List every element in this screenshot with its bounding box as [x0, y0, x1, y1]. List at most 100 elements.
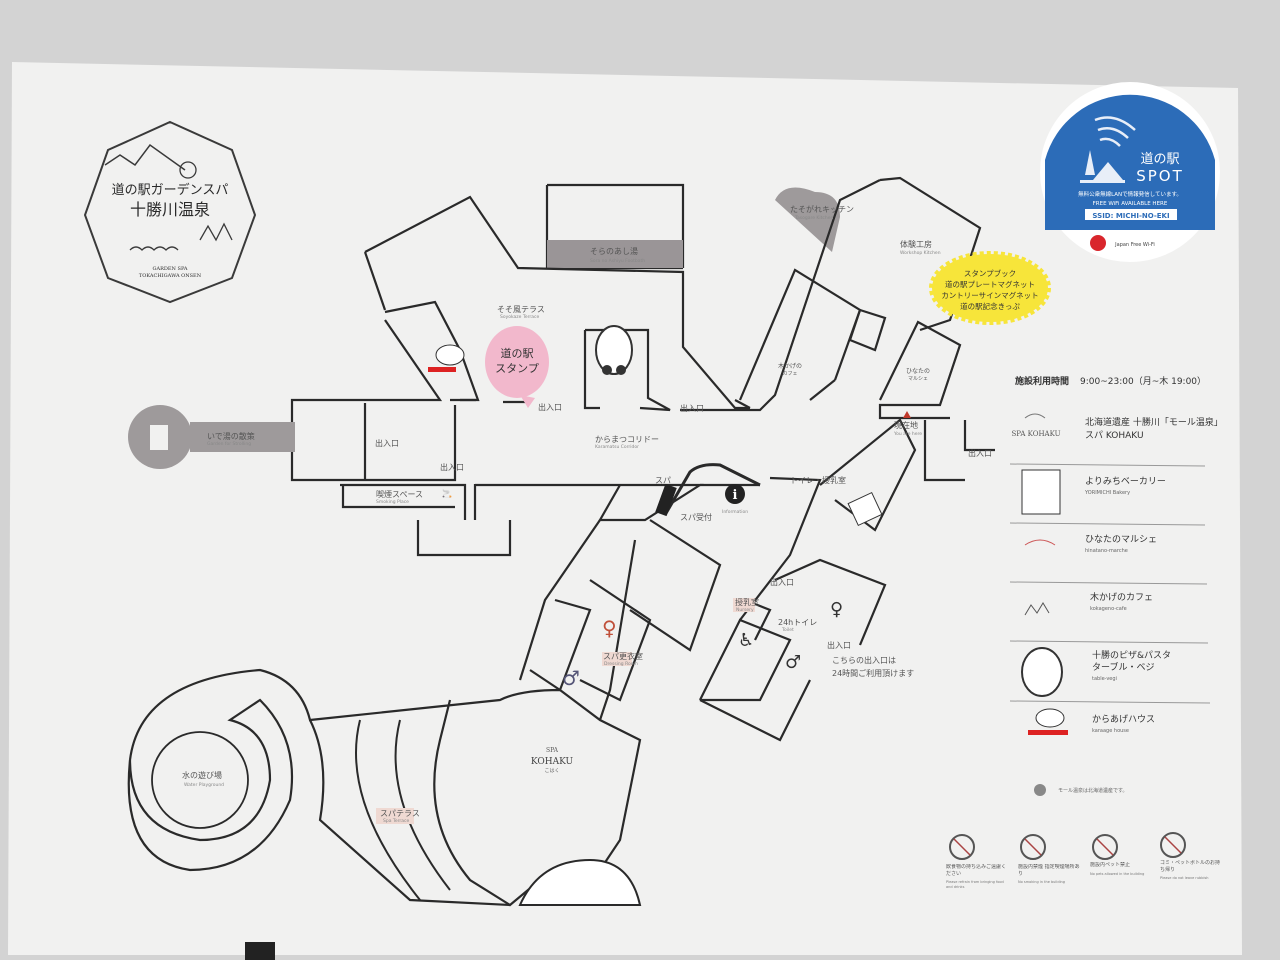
station-house-icon	[1080, 150, 1125, 183]
rule-no-pets-en: No pets allowed in the building	[1090, 871, 1145, 876]
itsumichi-garden-path	[128, 405, 295, 469]
legend: 施設利用時間 9:00~23:00（月~木 19:00） SPA KOHAKU …	[1009, 375, 1223, 796]
label-you-are-here: 現在地	[894, 420, 918, 430]
label-karamatsu-corridor: からまつコリドー	[595, 435, 659, 444]
hokkaido-heritage-icon	[1034, 784, 1046, 796]
label-entrance-toilet1: 出入口	[770, 577, 794, 587]
label-spa-terrace-en: Spa Terrace	[383, 818, 410, 824]
label-entrance-north1: 出入口	[538, 402, 562, 412]
legend-item-bakery-en: YORIMICHI Bakery	[1084, 490, 1130, 496]
no-food-rule: 飲食物の持ち込みご遠慮ください Please refrain from brin…	[946, 834, 1007, 889]
no-litter-icon	[1160, 832, 1186, 858]
area-labels: そらのあし湯 Sora no Ashiyu Footbath たそがれキッチン …	[182, 204, 992, 824]
label-entrance-smoking: 出入口	[440, 462, 464, 472]
stamp-title-line1: 道の駅ガーデンスパ	[112, 182, 229, 198]
legend-item-bakery-jp: よりみちベーカリー	[1085, 476, 1166, 487]
label-entrance-west: 出入口	[375, 438, 399, 448]
label-tasogare-kitchen: たそがれキッチン	[790, 204, 854, 214]
goods-line1: スタンプブック	[964, 268, 1016, 278]
no-smoking-icon	[1020, 834, 1046, 860]
label-spa-kohaku-name: KOHAKU	[531, 757, 574, 767]
label-entrance-note2: 24時間ご利用頂けます	[832, 668, 914, 678]
information-icon	[725, 484, 745, 504]
legend-spa-logo: SPA KOHAKU	[1012, 430, 1061, 438]
legend-item-marche-jp: ひなたのマルシェ	[1085, 534, 1157, 545]
rule-no-food-en: Please refrain from bringing food and dr…	[946, 880, 1004, 889]
label-smoking-space: 喫煙スペース	[376, 489, 423, 499]
rule-no-food-jp: 飲食物の持ち込みご遠慮ください	[946, 864, 1007, 877]
wifi-waves-icon	[1094, 116, 1136, 147]
legend-item-karaage-en: karaage house	[1092, 728, 1129, 734]
rules-row: 飲食物の持ち込みご遠慮ください Please refrain from brin…	[946, 832, 1221, 889]
no-pets-icon	[1092, 834, 1118, 860]
male-dressing-icon: ♂	[562, 666, 580, 690]
label-dressing-room: スパ更衣室	[603, 651, 643, 661]
rule-no-smoking-en: No smoking in the building	[1018, 880, 1065, 884]
wifi-desc-en: FREE WiFi AVAILABLE HERE	[1093, 201, 1168, 207]
marche-logo-line2: マルシェ	[908, 376, 928, 382]
wifi-ssid: SSID: MICHI-NO-EKI	[1092, 212, 1169, 220]
stamp-title-line2: 十勝川温泉	[130, 200, 210, 219]
rule-no-litter-en: Please do not leave rubbish	[1160, 876, 1209, 880]
label-toilet-arrow: トイレ・授乳室	[790, 475, 846, 485]
wifi-title-spot: SPOT	[1136, 167, 1184, 185]
hours-label: 施設利用時間	[1015, 375, 1069, 387]
legend-item-vegi-en: table-vegi	[1092, 676, 1117, 682]
information-i-glyph: i	[733, 488, 738, 503]
wifi-footer: Japan Free Wi-Fi	[1114, 242, 1155, 248]
legend-item-vegi-name: ターブル・ベジ	[1092, 661, 1154, 673]
label-entrance-east: 出入口	[968, 448, 992, 458]
legend-item-karaage-jp: からあげハウス	[1092, 714, 1155, 725]
goods-line4: 道の駅記念きっぷ	[960, 301, 1020, 311]
label-nursing-room-en: Nursery	[736, 607, 754, 613]
stamp-bubble-line2: スタンプ	[495, 362, 539, 375]
hours-value: 9:00~23:00（月~木 19:00）	[1080, 375, 1206, 387]
label-spa-arrow: スパ	[655, 476, 671, 485]
label-karamatsu-corridor-en: Karamatsu Corridor	[595, 444, 639, 450]
label-entrance-toilet2: 出入口	[827, 640, 851, 650]
label-water-playground-en: Water Playground	[184, 782, 224, 788]
female-dressing-icon: ♀	[602, 616, 617, 640]
rule-no-litter-jp: ゴミ・ペットボトルのお持ち帰り	[1160, 860, 1221, 873]
accessible-toilet-icon: ♿	[738, 630, 754, 651]
goods-callout-burst: スタンプブック 道の駅プレートマグネット カントリーサインマグネット 道の駅記念…	[929, 251, 1051, 325]
table-vegi-logo	[595, 325, 633, 375]
label-spa-reception: スパ受付	[680, 512, 712, 522]
smoking-icon: 🚬	[442, 488, 452, 498]
label-soyokaze-terrace: そそ風テラス	[497, 305, 545, 314]
label-sora-ashiyu-en: Sora no Ashiyu Footbath	[590, 258, 645, 264]
label-dressing-room-en: Dressing Room	[604, 661, 638, 667]
label-itsumichi-en: Garden for Strolling	[207, 441, 251, 447]
no-pets-rule: 施設内ペット禁止 No pets allowed in the building	[1090, 834, 1145, 876]
no-litter-rule: ゴミ・ペットボトルのお持ち帰り Please do not leave rubb…	[1160, 832, 1221, 880]
floor-plan	[127, 176, 995, 907]
stamp-en-line1: GARDEN SPA	[153, 266, 188, 272]
karaage-house-logo	[428, 344, 465, 372]
legend-cafe-logo	[1024, 602, 1050, 616]
legend-item-marche-en: hinatano-marche	[1085, 548, 1128, 554]
female-toilet-icon: ♀	[830, 599, 843, 620]
label-taiken-kobo: 体験工房	[900, 239, 932, 249]
label-smoking-space-en: Smoking Place	[376, 499, 409, 505]
goods-line3: カントリーサインマグネット	[941, 290, 1038, 300]
you-are-here-marker-icon	[903, 411, 911, 418]
label-sora-ashiyu: そらのあし湯	[590, 246, 638, 256]
stamp-en-line2: TOKACHIGAWA ONSEN	[139, 273, 202, 279]
male-toilet-icon: ♂	[785, 652, 801, 673]
legend-bakery-logo	[1021, 469, 1061, 515]
no-food-icon	[949, 834, 975, 860]
wifi-desc-jp: 無料公衆無線LANで情報発信しています。	[1078, 190, 1182, 198]
label-tasogare-kitchen-en: Tasogare Kitchen	[794, 215, 833, 221]
label-taiken-kobo-en: Workshop Kitchen	[900, 250, 941, 256]
label-toilet-24h: 24hトイレ	[778, 618, 817, 627]
rule-no-smoking-jp: 施設内禁煙 指定喫煙場所あり	[1018, 864, 1080, 877]
legend-marche-logo	[1024, 539, 1056, 546]
toilet-icons: ♀ ♂ ♀ ♂ ♿	[562, 599, 843, 690]
board-stand-clip	[245, 942, 275, 960]
label-you-are-here-en: You are here	[893, 431, 922, 437]
legend-item-spa-jp: 北海道遺産 十勝川「モール温泉」	[1085, 416, 1223, 428]
marche-logo-line1: ひなたの	[906, 368, 930, 375]
japan-logo-icon	[1090, 235, 1106, 251]
wifi-spot-badge: 道の駅 SPOT 無料公衆無線LANで情報発信しています。 FREE WiFi …	[1040, 82, 1220, 262]
